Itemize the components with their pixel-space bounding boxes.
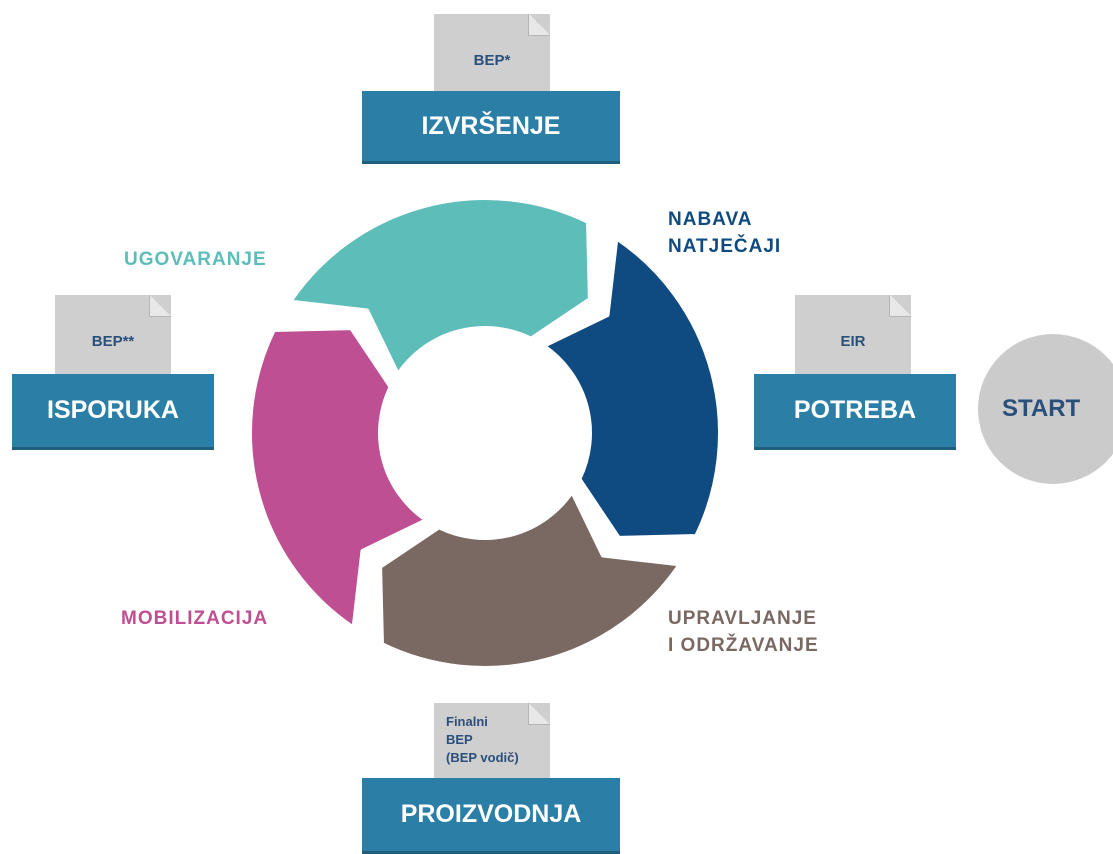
page-fold-icon [889, 295, 911, 317]
document-icon-bep-double: BEP** [55, 295, 171, 378]
start-circle: START [978, 334, 1113, 484]
phase-line-natjecaji: NATJEČAJI [668, 236, 782, 257]
stage-box-izvrsenje: IZVRŠENJE [362, 91, 620, 164]
segment-ugovaranje [288, 196, 592, 377]
doc-line-bep-vodic: (BEP vodič) [446, 750, 519, 765]
stage-box-proizvodnja: PROIZVODNJA [362, 778, 620, 854]
segment-upravljanje [378, 489, 682, 670]
doc-label-bep: BEP* [473, 52, 511, 69]
document-icon-eir: EIR [795, 295, 911, 378]
phase-label-nabava: NABAVA NATJEČAJI [668, 206, 781, 260]
doc-label-bep-double: BEP** [91, 333, 135, 350]
segment-nabava [541, 236, 722, 540]
document-icon-bep: BEP* [434, 14, 550, 94]
page-fold-icon [528, 703, 550, 725]
phase-label-upravljanje: UPRAVLJANJE I ODRŽAVANJE [668, 605, 819, 659]
doc-label-eir: EIR [840, 333, 866, 350]
phase-line-odrzavanje: I ODRŽAVANJE [668, 635, 819, 656]
segment-mobilizacija [248, 326, 429, 630]
stage-box-isporuka: ISPORUKA [12, 374, 214, 450]
phase-line-upravljanje: UPRAVLJANJE [668, 608, 817, 629]
document-icon-final-bep: Finalni BEP (BEP vodič) [434, 703, 550, 783]
page-fold-icon [149, 295, 171, 317]
doc-line-finalni: Finalni [446, 714, 488, 729]
phase-label-ugovaranje: UGOVARANJE [124, 249, 267, 270]
doc-label-final-bep: Finalni BEP (BEP vodič) [446, 713, 519, 767]
doc-line-bep: BEP [446, 732, 473, 747]
phase-line-nabava: NABAVA [668, 209, 753, 230]
stage-box-potreba: POTREBA [754, 374, 956, 450]
phase-label-mobilizacija: MOBILIZACIJA [121, 608, 269, 629]
page-fold-icon [528, 14, 550, 36]
